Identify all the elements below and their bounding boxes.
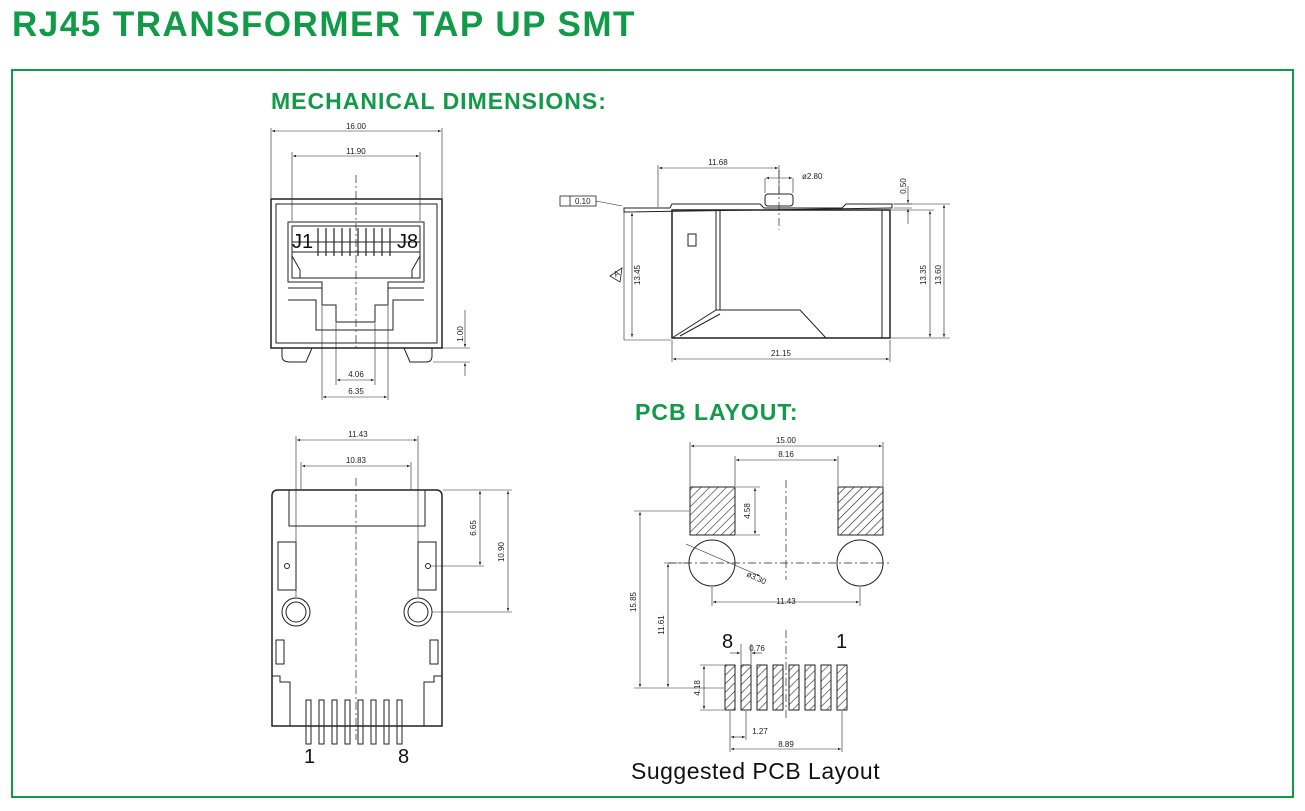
pcb-pin-width-label: 0.76: [749, 644, 765, 653]
drawing-frame: [11, 69, 1294, 798]
pcb-pin-span-label: 8.89: [778, 740, 794, 749]
pcb-hole-diameter-label: ø3.30: [745, 570, 768, 587]
pcb-pin-length-label: 4.18: [693, 680, 702, 696]
side-height-left-label: 13.45: [633, 264, 642, 285]
pcb-hole-span-label: 11.43: [776, 597, 796, 606]
bottom-pin-label-first: 1: [304, 746, 315, 768]
side-height-inner-label: 13.35: [919, 264, 928, 285]
front-mouth-inner-label: 4.06: [348, 370, 364, 379]
mechanical-dimensions-heading: MECHANICAL DIMENSIONS:: [271, 88, 607, 114]
pcb-layout-drawing: [634, 442, 890, 752]
side-tab-label: 0.50: [899, 178, 908, 194]
bottom-view: [271, 436, 512, 745]
front-pin-label-first: J1: [292, 231, 313, 253]
pcb-pin-label-first: 8: [722, 631, 733, 653]
pcb-pad-span-label: 15.00: [776, 436, 797, 445]
pcb-total-height-label: 15.85: [629, 591, 638, 612]
pcb-pin-label-last: 1: [836, 631, 847, 653]
side-datum-label: A: [612, 268, 622, 279]
bottom-width-outer-label: 11.43: [348, 430, 368, 439]
pcb-layout-caption: Suggested PCB Layout: [631, 758, 881, 784]
bottom-pin-label-last: 8: [398, 746, 409, 768]
pcb-layout-heading: PCB LAYOUT:: [635, 399, 799, 425]
pcb-pin-offset-label: 11.61: [657, 615, 666, 635]
bottom-width-inner-label: 10.83: [346, 456, 367, 465]
front-width-inner-label: 11.90: [346, 147, 366, 156]
bottom-offset-label: 6.65: [469, 520, 478, 536]
front-view: [270, 128, 470, 400]
pcb-pad-gap-label: 8.16: [778, 450, 794, 459]
side-height-outer-label: 13.60: [934, 264, 943, 285]
front-width-outer-label: 16.00: [346, 122, 367, 131]
side-view: [559, 165, 950, 362]
side-flatness-label: 0.10: [575, 197, 591, 206]
front-pin-label-last: J8: [397, 231, 418, 253]
front-mouth-outer-label: 6.35: [348, 387, 364, 396]
front-peg-height-label: 1.00: [456, 326, 465, 342]
page-title: RJ45 TRANSFORMER TAP UP SMT: [12, 5, 636, 44]
bottom-depth-label: 10.90: [497, 541, 506, 562]
pcb-pitch-label: 1.27: [752, 727, 768, 736]
side-depth-label: 21.15: [771, 349, 792, 358]
side-top-length-label: 11.68: [708, 158, 728, 167]
pcb-pad-height-label: 4.58: [743, 503, 752, 519]
side-peg-diameter-label: ø2.80: [802, 172, 823, 181]
